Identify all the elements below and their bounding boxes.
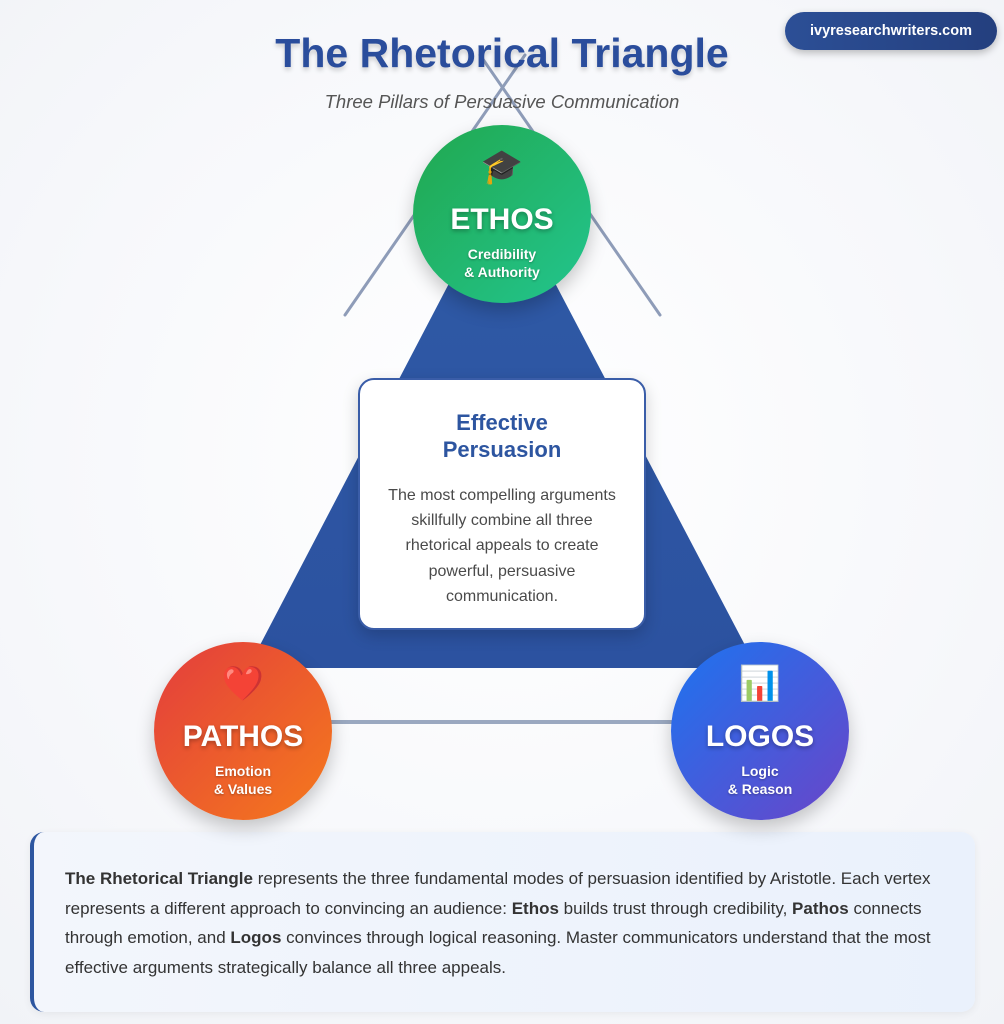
info-bold: Ethos bbox=[511, 898, 559, 918]
vertex-desc: Credibility bbox=[467, 246, 537, 262]
website-badge[interactable]: ivyresearchwriters.com bbox=[785, 12, 997, 50]
heart-icon: ❤️ bbox=[221, 665, 265, 703]
info-text: The Rhetorical Triangle represents the t… bbox=[34, 832, 975, 982]
vertex-desc: & Values bbox=[213, 781, 273, 797]
info-span: builds trust through credibility, bbox=[558, 898, 793, 918]
center-card-title: Effective Persuasion bbox=[442, 410, 562, 462]
vertex-desc: & Reason bbox=[727, 781, 793, 797]
center-card-body: The most compelling arguments skillfully… bbox=[388, 487, 616, 605]
graduation-cap-icon: 🎓 bbox=[480, 148, 524, 186]
info-bold: The Rhetorical Triangle bbox=[65, 869, 253, 888]
vertex-name: LOGOS bbox=[705, 720, 815, 753]
bar-chart-icon: 📊 bbox=[738, 665, 782, 703]
info-bold: Pathos bbox=[792, 898, 849, 918]
vertex-desc: Logic bbox=[741, 763, 779, 779]
page-subtitle: Three Pillars of Persuasive Communicatio… bbox=[324, 91, 680, 112]
vertex-name: ETHOS bbox=[450, 203, 554, 236]
info-span: connects through emotion, and bbox=[65, 898, 922, 948]
info-span: represents the three fundamental modes o… bbox=[65, 869, 931, 918]
vertex-desc: & Authority bbox=[464, 264, 540, 280]
center-card: Effective Persuasion The most compelling… bbox=[358, 378, 646, 630]
pathos-vertex[interactable]: ❤️ PATHOS Emotion & Values bbox=[154, 642, 332, 820]
info-box: The Rhetorical Triangle represents the t… bbox=[30, 832, 975, 1012]
info-span: convinces through logical reasoning. Mas… bbox=[65, 928, 931, 977]
ethos-vertex[interactable]: 🎓 ETHOS Credibility & Authority bbox=[413, 125, 591, 303]
vertex-desc: Emotion bbox=[215, 763, 271, 779]
logos-vertex[interactable]: 📊 LOGOS Logic & Reason bbox=[671, 642, 849, 820]
page-title: The Rhetorical Triangle bbox=[275, 30, 729, 76]
vertex-name: PATHOS bbox=[182, 720, 304, 753]
info-bold: Logos bbox=[230, 928, 282, 948]
